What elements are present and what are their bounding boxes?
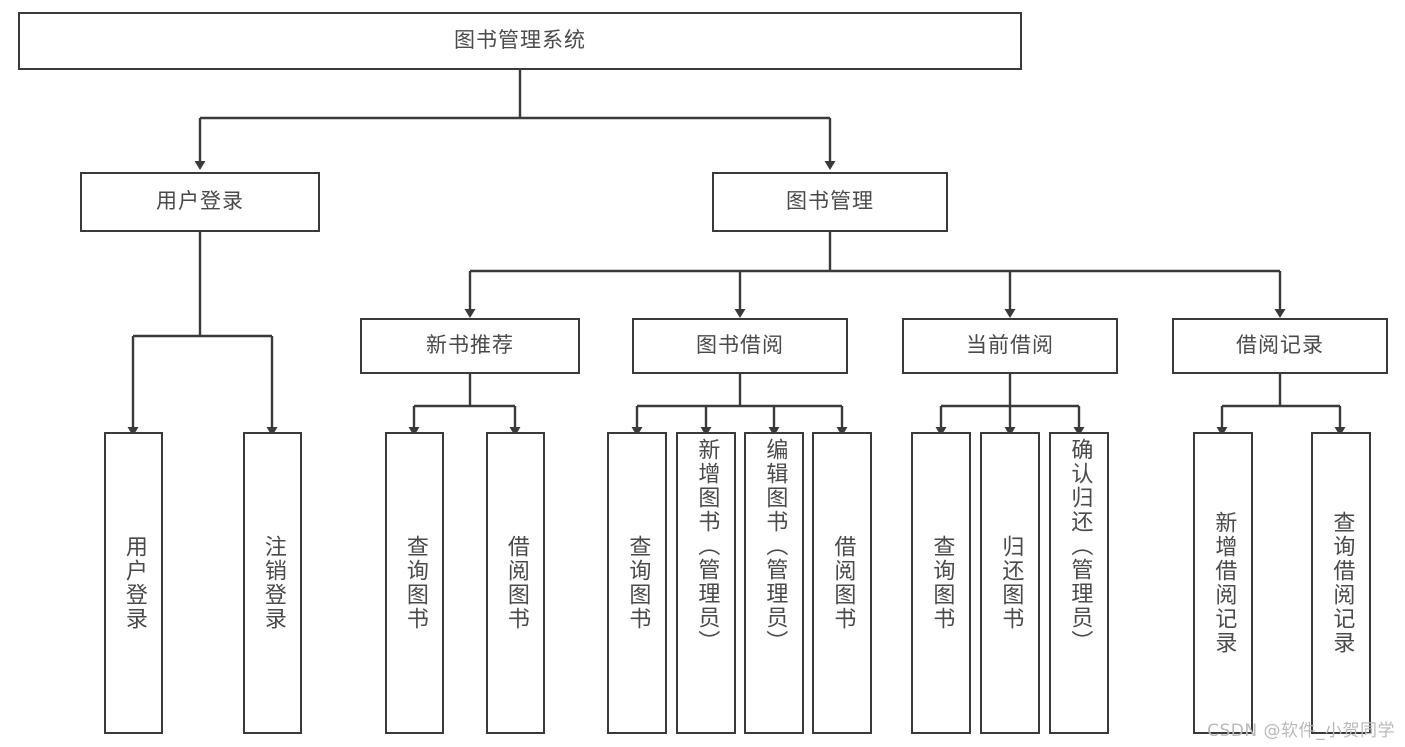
- node-current-borrow[interactable]: 当前借阅: [902, 318, 1118, 374]
- node-label: 新增借阅记录: [1211, 511, 1237, 655]
- leaf-inner: 借阅图书: [488, 434, 543, 732]
- node-label: 用户登录: [121, 535, 147, 631]
- node-book-management[interactable]: 图书管理: [712, 172, 948, 232]
- leaf-borrow-record-add-record[interactable]: 新增借阅记录: [1193, 432, 1253, 734]
- node-label: 确认归还（管理员）: [1067, 438, 1093, 654]
- node-label: 借阅图书: [830, 535, 856, 631]
- node-label: 借阅图书: [503, 535, 529, 631]
- leaf-inner: 查询图书: [609, 434, 665, 732]
- leaf-new-book-borrow-book[interactable]: 借阅图书: [486, 432, 545, 734]
- node-label: 用户登录: [156, 189, 244, 214]
- leaf-user-login-login[interactable]: 用户登录: [104, 432, 163, 734]
- csdn-watermark: CSDN @软件_小贺同学: [1207, 721, 1395, 741]
- leaf-current-borrow-query-book[interactable]: 查询图书: [911, 432, 971, 734]
- leaf-inner: 查询借阅记录: [1313, 434, 1369, 732]
- leaf-inner: 确认归还（管理员）: [1051, 434, 1107, 736]
- leaf-inner: 查询图书: [387, 434, 442, 732]
- leaf-inner: 注销登录: [245, 434, 300, 732]
- node-label: 查询借阅记录: [1329, 511, 1355, 655]
- node-label: 查询图书: [929, 535, 955, 631]
- leaf-book-borrow-edit-book-admin[interactable]: 编辑图书（管理员）: [744, 432, 804, 734]
- leaf-inner: 新增图书（管理员）: [678, 434, 734, 736]
- leaf-book-borrow-query-book[interactable]: 查询图书: [607, 432, 667, 734]
- node-label: 归还图书: [998, 535, 1024, 631]
- leaf-current-borrow-return-book[interactable]: 归还图书: [980, 432, 1040, 734]
- node-label: 新增图书（管理员）: [694, 438, 720, 654]
- node-label: 图书借阅: [696, 333, 784, 358]
- leaf-book-borrow-add-book-admin[interactable]: 新增图书（管理员）: [676, 432, 736, 734]
- leaf-inner: 归还图书: [982, 434, 1038, 732]
- node-label: 图书管理系统: [454, 28, 586, 53]
- node-user-login[interactable]: 用户登录: [80, 172, 320, 232]
- leaf-new-book-query-book[interactable]: 查询图书: [385, 432, 444, 734]
- node-label: 编辑图书（管理员）: [762, 438, 788, 654]
- node-root-book-management-system[interactable]: 图书管理系统: [18, 12, 1022, 70]
- node-new-book-recommend[interactable]: 新书推荐: [360, 318, 580, 374]
- node-borrow-record[interactable]: 借阅记录: [1172, 318, 1388, 374]
- leaf-user-login-logout[interactable]: 注销登录: [243, 432, 302, 734]
- node-label: 查询图书: [402, 535, 428, 631]
- node-label: 图书管理: [786, 189, 874, 214]
- leaf-inner: 编辑图书（管理员）: [746, 434, 802, 736]
- leaf-current-borrow-confirm-return-admin[interactable]: 确认归还（管理员）: [1049, 432, 1109, 734]
- leaf-book-borrow-borrow-book[interactable]: 借阅图书: [812, 432, 872, 734]
- leaf-borrow-record-query-record[interactable]: 查询借阅记录: [1311, 432, 1371, 734]
- node-label: 当前借阅: [966, 333, 1054, 358]
- node-label: 查询图书: [625, 535, 651, 631]
- node-label: 注销登录: [260, 535, 286, 631]
- leaf-inner: 新增借阅记录: [1195, 434, 1251, 732]
- node-label: 借阅记录: [1236, 333, 1324, 358]
- leaf-inner: 查询图书: [913, 434, 969, 732]
- leaf-inner: 用户登录: [106, 434, 161, 732]
- leaf-inner: 借阅图书: [814, 434, 870, 732]
- node-label: 新书推荐: [426, 333, 514, 358]
- node-book-borrow[interactable]: 图书借阅: [632, 318, 848, 374]
